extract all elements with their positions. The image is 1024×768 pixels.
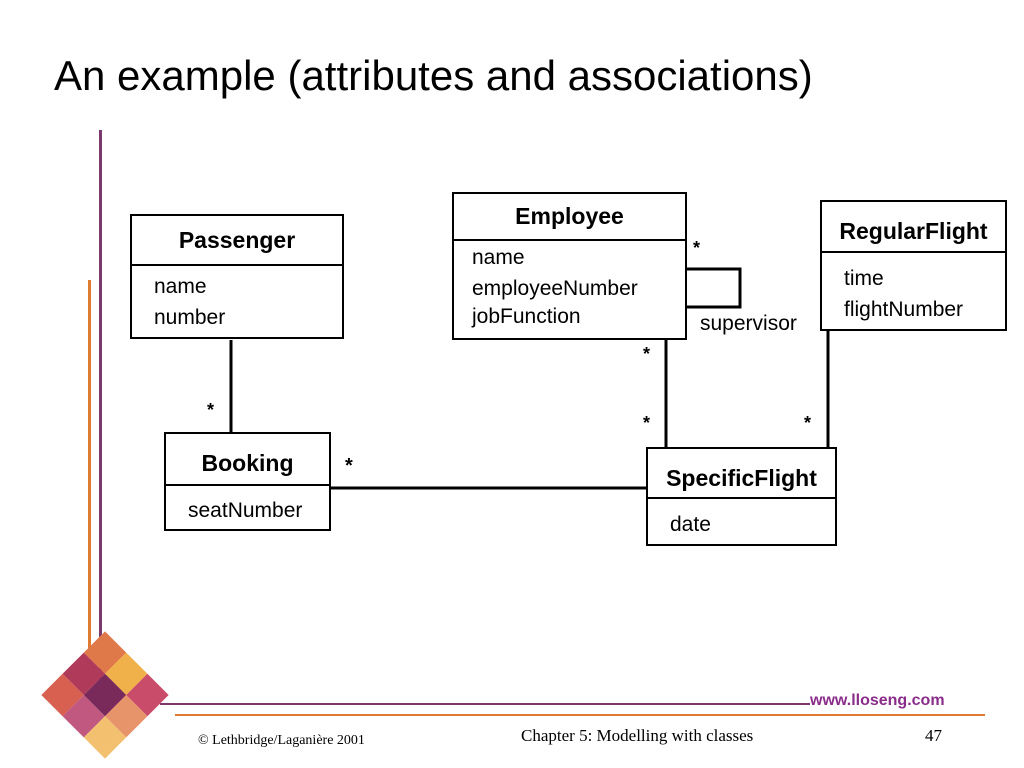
class-name: Employee bbox=[454, 194, 685, 241]
attribute: date bbox=[670, 513, 711, 536]
slide-title: An example (attributes and associations) bbox=[54, 52, 813, 99]
supervisor-self-association bbox=[686, 267, 742, 309]
attribute: name bbox=[154, 275, 207, 298]
passenger-booking-multiplicity: * bbox=[207, 400, 215, 420]
attribute: seatNumber bbox=[188, 499, 303, 522]
decorative-footer-purple-line bbox=[160, 703, 810, 705]
website-link[interactable]: www.lloseng.com bbox=[810, 692, 945, 709]
class-regularflight: RegularFlight time flightNumber bbox=[820, 200, 1007, 331]
attribute: time bbox=[844, 267, 884, 290]
chapter-title: Chapter 5: Modelling with classes bbox=[521, 726, 754, 745]
attribute: number bbox=[154, 306, 226, 329]
class-name: SpecificFlight bbox=[648, 449, 835, 499]
employee-specificflight-multiplicity-top: * bbox=[643, 344, 651, 364]
attribute: jobFunction bbox=[472, 305, 581, 328]
copyright-text: © Lethbridge/Laganière 2001 bbox=[198, 733, 365, 748]
page-number: 47 bbox=[925, 726, 942, 745]
supervisor-multiplicity: * bbox=[693, 238, 701, 258]
class-booking: Booking seatNumber bbox=[164, 432, 331, 531]
decorative-orange-line bbox=[88, 280, 91, 650]
mosaic-logo bbox=[41, 631, 169, 759]
class-passenger: Passenger name number bbox=[130, 214, 344, 339]
regularflight-specificflight-multiplicity: * bbox=[804, 413, 812, 433]
supervisor-role-label: supervisor bbox=[700, 312, 797, 335]
booking-specificflight-multiplicity: * bbox=[345, 455, 353, 477]
class-name: Passenger bbox=[132, 216, 342, 266]
decorative-purple-line bbox=[99, 130, 102, 690]
employee-specificflight-multiplicity-bottom: * bbox=[643, 413, 651, 433]
attribute: flightNumber bbox=[844, 298, 964, 321]
decorative-footer-orange-line bbox=[175, 714, 985, 716]
class-name: Booking bbox=[166, 434, 329, 486]
class-name: RegularFlight bbox=[822, 202, 1005, 253]
attribute: employeeNumber bbox=[472, 277, 638, 300]
attribute: name bbox=[472, 246, 525, 269]
class-specificflight: SpecificFlight date bbox=[646, 447, 837, 546]
class-employee: Employee name employeeNumber jobFunction bbox=[452, 192, 687, 340]
